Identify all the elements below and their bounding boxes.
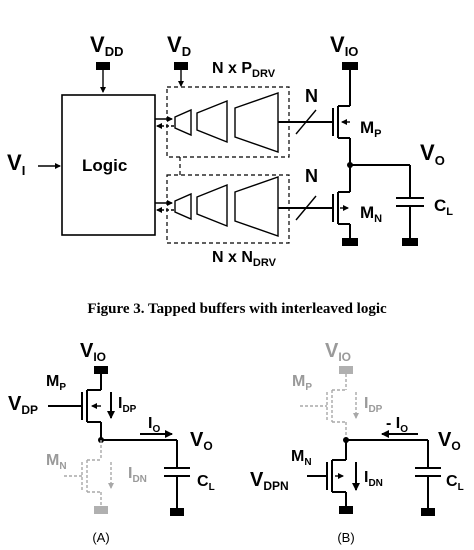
a-idn-label: IDN (128, 465, 147, 485)
a-mp-label: MP (46, 373, 66, 393)
vo-label: VO (420, 140, 445, 168)
panel-b: VIO MP IDP - IO VO MN VDPN (250, 340, 464, 545)
a-mp-transistor (48, 374, 102, 440)
figure-caption: Figure 3. Tapped buffers with interleave… (87, 301, 387, 317)
b-vo-label: VO (438, 429, 461, 453)
cl-label: CL (434, 196, 453, 218)
p-buffer-chain (174, 92, 279, 153)
mn-transistor (332, 165, 351, 238)
a-vdp-label: VDP (8, 393, 38, 417)
top-figure: VDD Logic VI VD N x PDRV N x NDRV (7, 32, 453, 269)
b-mn-transistor (307, 440, 353, 514)
vio-label: VIO (330, 32, 358, 59)
b-vdpn-label: VDPN (250, 469, 289, 493)
a-mn-transistor-off (64, 440, 108, 514)
b-mp-label: MP (292, 373, 312, 393)
vi-label: VI (7, 150, 25, 178)
a-io-label: IO (148, 415, 160, 435)
a-mn-label: MN (46, 452, 67, 472)
p-bus-slash (295, 109, 317, 135)
logic-block (61, 94, 156, 236)
vd-label: VD (167, 32, 191, 59)
b-cl-label: CL (446, 473, 464, 493)
b-io-label: - IO (386, 415, 408, 435)
b-load-capacitor (415, 440, 441, 516)
vdd-label: VDD (90, 32, 123, 59)
a-vo-label: VO (190, 429, 213, 453)
b-idn-label: IDN (364, 469, 383, 489)
vdd-terminal (96, 62, 110, 70)
mp-transistor (332, 70, 351, 165)
vd-terminal (174, 62, 188, 70)
panel-b-label: (B) (337, 530, 354, 545)
n-bot-label: N (305, 166, 318, 186)
panel-a: VIO MP VDP IDP IO VO MN (8, 340, 215, 545)
logic-label: Logic (82, 156, 127, 175)
a-cl-label: CL (197, 473, 215, 493)
a-load-capacitor (164, 440, 190, 516)
b-mn-label: MN (291, 448, 312, 468)
panel-a-label: (A) (92, 530, 109, 545)
n-bus-slash (295, 195, 317, 221)
mn-label: MN (360, 203, 382, 225)
n-pdrv-label: N x PDRV (212, 60, 276, 80)
n-ndrv-label: N x NDRV (212, 249, 277, 269)
b-vio-label: VIO (325, 340, 351, 364)
vio-terminal (342, 62, 358, 70)
load-capacitor (396, 165, 424, 246)
n-top-label: N (305, 86, 318, 106)
a-vio-label: VIO (80, 340, 106, 364)
gnd-terminal-mn (342, 238, 358, 246)
n-buffer-chain (174, 176, 279, 237)
a-idp-label: IDP (118, 395, 137, 415)
b-idp-label: IDP (364, 395, 383, 415)
b-vio-terminal (339, 366, 353, 374)
a-vio-terminal (94, 366, 108, 374)
mp-label: MP (360, 118, 382, 140)
